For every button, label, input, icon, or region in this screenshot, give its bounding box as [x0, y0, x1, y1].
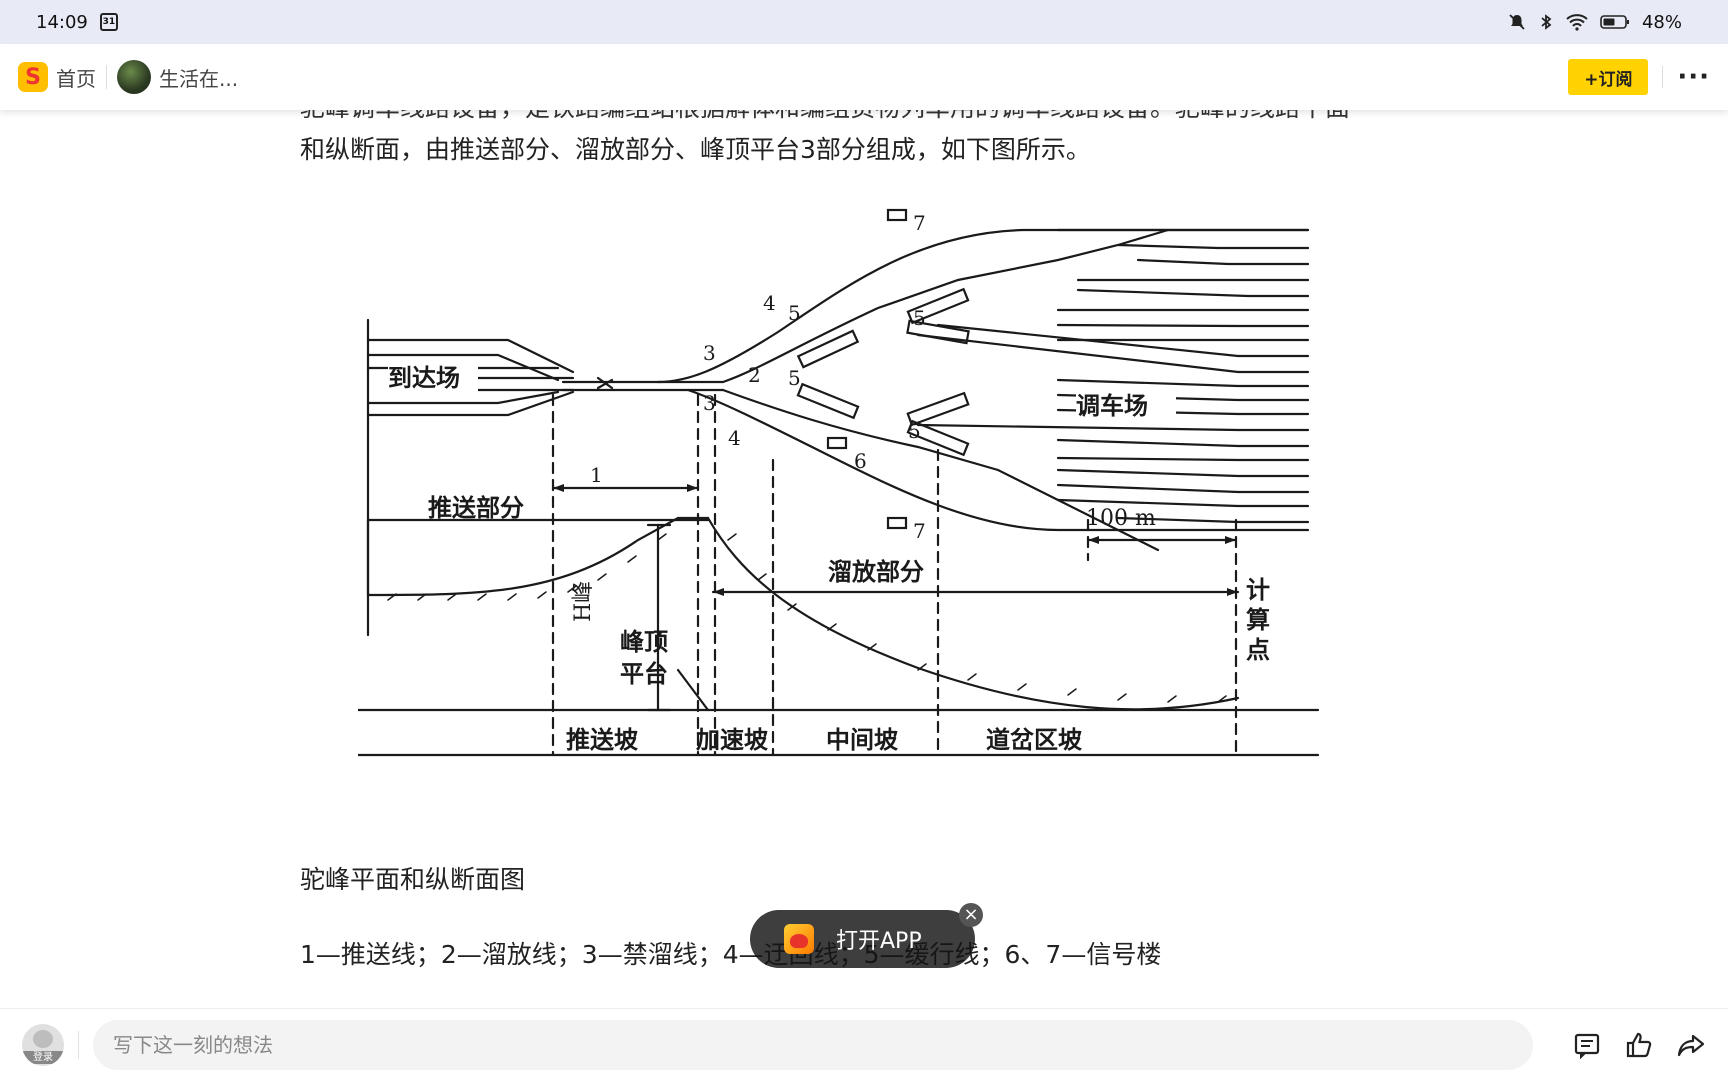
login-avatar[interactable]: 登录	[22, 1023, 64, 1066]
close-icon[interactable]: ×	[959, 903, 983, 927]
wifi-icon	[1566, 14, 1588, 31]
svg-text:算: 算	[1246, 605, 1270, 634]
segment-label-push: 推送坡	[566, 725, 638, 754]
status-bar: 14:09 31 48%	[0, 0, 1728, 44]
comment-input[interactable]	[93, 1019, 1533, 1070]
battery-percent: 48%	[1641, 11, 1682, 33]
number-label: 4	[728, 426, 741, 450]
hump-platform-label-1: 峰顶	[620, 627, 668, 656]
author-name[interactable]: 生活在...	[159, 66, 239, 91]
number-label: 1	[590, 463, 603, 487]
push-section-label: 推送部分	[428, 493, 524, 522]
number-label: 6	[854, 449, 867, 473]
segment-label-switch: 道岔区坡	[986, 725, 1082, 754]
number-label: 5	[913, 306, 926, 330]
article-paragraph-cut: 驼峰调车线路设备，是铁路编组站根据解体和编组货物列车用的调车线路设备。驼峰的线路…	[300, 110, 1350, 124]
app-logo-icon[interactable]: S	[18, 62, 48, 92]
hump-platform-label-2: 平台	[620, 659, 668, 688]
nav-divider	[1662, 66, 1664, 88]
number-label: 5	[788, 301, 801, 325]
number-label: 7	[913, 519, 926, 543]
author-avatar[interactable]	[117, 60, 151, 94]
calc-point-label: 计 算 点	[1246, 575, 1270, 664]
figure-legend: 1—推送线；2—溜放线；3—禁溜线；4—迂回线；5—缓行线；6、7—信号楼	[300, 940, 1162, 969]
bottom-divider	[78, 1030, 79, 1059]
number-label: 3	[703, 341, 716, 365]
number-label: 5	[788, 366, 801, 390]
release-section-label: 溜放部分	[828, 557, 924, 586]
mute-bell-icon	[1509, 14, 1525, 30]
login-label: 登录	[22, 1050, 64, 1064]
app-icon	[784, 924, 814, 954]
battery-icon	[1600, 15, 1629, 29]
subscribe-button[interactable]: +订阅	[1568, 59, 1649, 95]
more-menu-icon[interactable]: ···	[1677, 62, 1710, 92]
number-label: 2	[748, 363, 761, 387]
classification-yard-label: 调车场	[1076, 391, 1148, 420]
figure-caption: 驼峰平面和纵断面图	[300, 865, 526, 894]
home-link[interactable]: 首页	[56, 66, 96, 91]
nav-divider	[106, 65, 107, 89]
status-time: 14:09	[36, 11, 88, 33]
like-icon[interactable]	[1624, 1030, 1654, 1060]
open-app-button[interactable]: 打开APP	[750, 910, 975, 968]
hump-diagram: 到达场 调车场 推送部分 溜放部分 峰顶 平台 推送坡 加速坡 中间坡 道岔区坡…	[356, 200, 1428, 820]
segment-label-middle: 中间坡	[826, 725, 898, 754]
height-label: H峰	[571, 581, 596, 622]
svg-text:计: 计	[1246, 575, 1270, 604]
calendar-icon: 31	[99, 13, 118, 31]
share-icon[interactable]	[1676, 1030, 1706, 1060]
article-paragraph: 和纵断面，由推送部分、溜放部分、峰顶平台3部分组成，如下图所示。	[300, 135, 1091, 164]
number-label: 7	[913, 211, 926, 235]
number-label: 3	[703, 391, 716, 415]
comment-icon[interactable]	[1572, 1030, 1602, 1060]
hump-diagram-svg: 到达场 调车场 推送部分 溜放部分 峰顶 平台 推送坡 加速坡 中间坡 道岔区坡…	[356, 208, 1320, 757]
top-nav: S 首页 生活在... +订阅 ···	[0, 44, 1728, 110]
number-label: 4	[763, 291, 776, 315]
segment-label-accel: 加速坡	[696, 725, 768, 754]
svg-text:点: 点	[1246, 635, 1270, 664]
arrival-yard-label: 到达场	[388, 363, 460, 392]
bottom-bar: 登录	[0, 1008, 1728, 1080]
open-app-label: 打开APP	[836, 929, 922, 954]
number-label: 5	[908, 419, 921, 443]
bluetooth-icon	[1541, 14, 1552, 30]
distance-label: 100 m	[1086, 506, 1156, 531]
